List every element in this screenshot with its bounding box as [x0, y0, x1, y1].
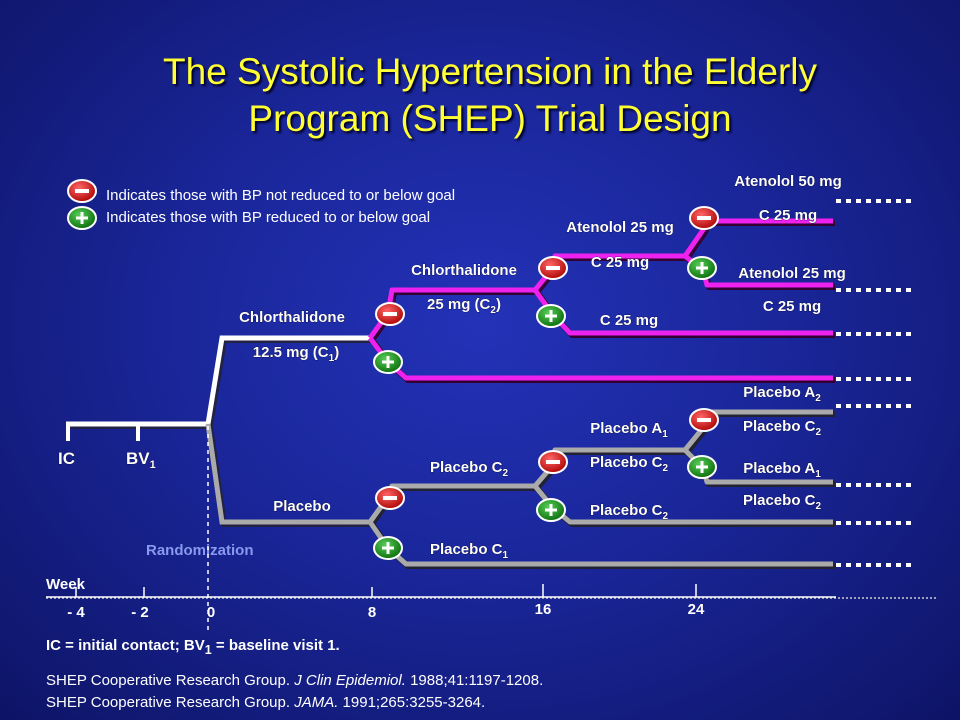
week-tick-24: 24 [688, 601, 705, 618]
run-in-line [66, 421, 210, 441]
label-chlor1-dose: 12.5 mg (C1) [253, 344, 339, 364]
plus-badge-c2 [536, 304, 566, 328]
footnote: IC = initial contact; BV1 = baseline vis… [46, 637, 340, 657]
label-placebo-a2: Placebo A2 [743, 384, 821, 404]
label-atenolol-50: Atenolol 50 mg [734, 173, 842, 190]
week-tick-0: 0 [207, 604, 215, 621]
active-branch-line [205, 335, 372, 427]
placebo-branch-line [205, 423, 372, 527]
week-tick-8: 8 [368, 604, 376, 621]
label-chlorthalidone-2: Chlorthalidone [411, 262, 517, 279]
week-axis: Week - 4 - 2 0 8 16 24 [46, 576, 938, 621]
legend-plus-text: Indicates those with BP reduced to or be… [106, 209, 430, 226]
label-placebo-c2-a: Placebo C2 [430, 459, 509, 479]
label-c25-d: C 25 mg [763, 298, 821, 315]
plus-badge-placebo [373, 536, 403, 560]
minus-badge-placebo [375, 486, 405, 510]
legend-minus-icon [67, 179, 97, 203]
plus-badge-c1 [373, 350, 403, 374]
plus-badge-placebo-a1 [687, 455, 717, 479]
label-placebo-a1-a: Placebo A1 [590, 420, 668, 440]
minus-badge-c2 [538, 256, 568, 280]
week-tick-16: 16 [535, 601, 552, 618]
label-atenolol-25-b: Atenolol 25 mg [738, 265, 846, 282]
title-line-1: The Systolic Hypertension in the Elderly [163, 51, 817, 92]
label-placebo-c2-c: Placebo C2 [590, 502, 669, 522]
label-randomization: Randomization [146, 542, 254, 559]
legend-plus-icon [67, 206, 97, 230]
week-label: Week [46, 576, 86, 593]
minus-badge-placebo-c2 [538, 450, 568, 474]
label-placebo: Placebo [273, 498, 331, 515]
label-c25-b: C 25 mg [600, 312, 658, 329]
label-ic: IC [58, 449, 75, 468]
minus-badge-c1 [375, 302, 405, 326]
continuation-dots [836, 199, 912, 567]
reference-1: SHEP Cooperative Research Group. J Clin … [46, 672, 544, 689]
label-c25-c: C 25 mg [759, 207, 817, 224]
week-tick-minus-4: - 4 [67, 604, 85, 621]
label-bv: BV1 [126, 449, 156, 471]
label-atenolol-25: Atenolol 25 mg [566, 219, 674, 236]
week-tick-minus-2: - 2 [131, 604, 149, 621]
label-placebo-c1: Placebo C1 [430, 541, 509, 561]
reference-2: SHEP Cooperative Research Group. JAMA. 1… [46, 694, 486, 711]
label-chlor2-dose: 25 mg (C2) [427, 296, 501, 316]
label-placebo-c2-e: Placebo C2 [743, 492, 822, 512]
label-placebo-c2-b: Placebo C2 [590, 454, 669, 474]
title-line-2: Program (SHEP) Trial Design [248, 98, 732, 139]
label-placebo-a1-b: Placebo A1 [743, 460, 821, 480]
plus-badge-placebo-c2 [536, 498, 566, 522]
label-placebo-c2-d: Placebo C2 [743, 418, 822, 438]
label-c25-a: C 25 mg [591, 254, 649, 271]
legend-minus-text: Indicates those with BP not reduced to o… [106, 187, 455, 204]
plus-badge-aten [687, 256, 717, 280]
minus-badge-placebo-a1 [689, 408, 719, 432]
minus-badge-aten [689, 206, 719, 230]
label-chlorthalidone-1: Chlorthalidone [239, 309, 345, 326]
slide-title: The Systolic Hypertension in the Elderly… [60, 48, 920, 142]
